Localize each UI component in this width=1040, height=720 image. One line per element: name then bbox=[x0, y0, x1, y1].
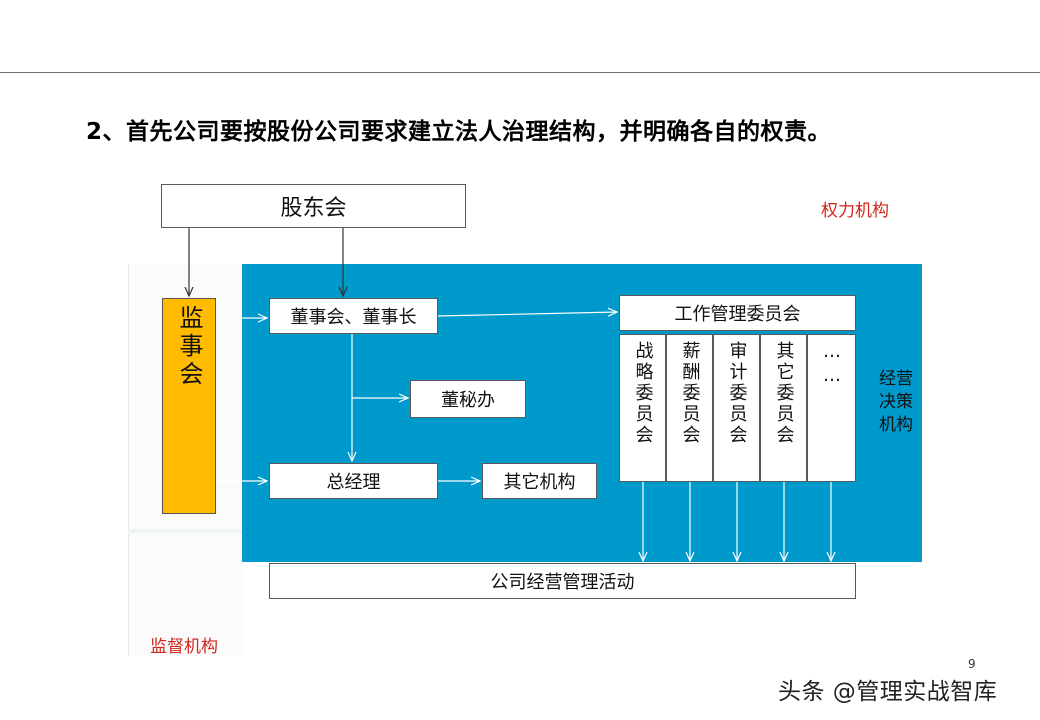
page-number: 9 bbox=[968, 657, 976, 671]
committee-audit: 审计委员会 bbox=[713, 334, 760, 482]
power-body-label: 权力机构 bbox=[821, 201, 889, 221]
general-manager-label: 总经理 bbox=[326, 472, 381, 493]
watermark: 头条 @管理实战智库 bbox=[778, 679, 998, 705]
board-secretary-office-box: 董秘办 bbox=[410, 380, 526, 418]
board-secretary-office-label: 董秘办 bbox=[441, 390, 495, 411]
shareholders-box: 股东会 bbox=[161, 184, 466, 228]
top-rule bbox=[0, 72, 1040, 73]
other-departments-label: 其它机构 bbox=[503, 472, 576, 493]
supervision-body-label: 监督机构 bbox=[150, 637, 218, 657]
committee-other: 其它委员会 bbox=[760, 334, 807, 482]
committee-compensation-label: 薪酬委员会 bbox=[679, 341, 701, 446]
supervision-panel-divider bbox=[128, 529, 244, 533]
board-label: 董事会、董事长 bbox=[290, 307, 417, 328]
committee-strategy-label: 战略委员会 bbox=[632, 341, 654, 446]
committee-etc: …… bbox=[807, 334, 856, 482]
page-title: 2、首先公司要按股份公司要求建立法人治理结构，并明确各自的权责。 bbox=[86, 119, 832, 145]
working-committees-box: 工作管理委员会 bbox=[619, 295, 856, 331]
operations-box: 公司经营管理活动 bbox=[269, 563, 856, 599]
decision-body-label: 经营决策机构 bbox=[879, 369, 913, 435]
working-committees-label: 工作管理委员会 bbox=[674, 304, 801, 325]
committee-audit-label: 审计委员会 bbox=[726, 341, 748, 446]
supervisory-board-box: 监事会 bbox=[162, 298, 216, 514]
other-departments-box: 其它机构 bbox=[482, 463, 597, 499]
shareholders-label: 股东会 bbox=[280, 196, 347, 221]
committee-compensation: 薪酬委员会 bbox=[666, 334, 713, 482]
general-manager-box: 总经理 bbox=[269, 463, 438, 499]
committee-other-label: 其它委员会 bbox=[773, 341, 795, 446]
operations-label: 公司经营管理活动 bbox=[490, 572, 635, 593]
supervisory-board-label: 监事会 bbox=[175, 305, 203, 389]
committee-strategy: 战略委员会 bbox=[619, 334, 666, 482]
board-box: 董事会、董事长 bbox=[269, 298, 438, 334]
committee-etc-label: …… bbox=[821, 341, 843, 389]
